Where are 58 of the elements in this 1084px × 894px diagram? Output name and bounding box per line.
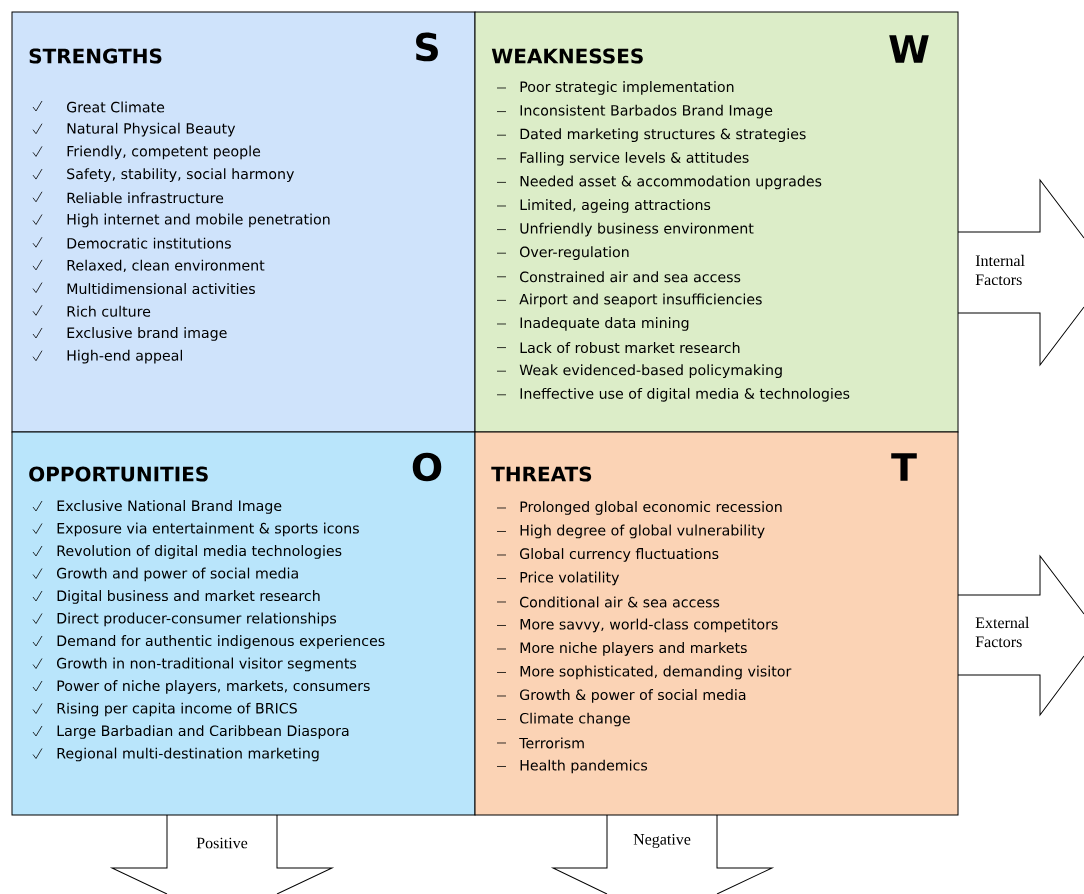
list-item: Needed asset & accommodation upgrades: [520, 175, 822, 190]
list-item: Revolution of digital media technologies: [57, 545, 342, 559]
list-item: Demand for authentic indigenous experiences: [57, 635, 385, 649]
quadrant-letter: T: [891, 453, 917, 481]
list-item: Reliable infrastructure: [67, 192, 224, 204]
list-item: Digital business and market research: [57, 590, 320, 604]
quadrant-letter: S: [416, 32, 438, 62]
list-item: Climate change: [520, 712, 630, 727]
list-item: Democratic institutions: [67, 237, 231, 249]
list-item: Exclusive brand image: [67, 327, 227, 341]
quadrant-letter: O: [412, 452, 442, 482]
list-item: High degree of global vulnerability: [520, 524, 765, 539]
list-item: Exclusive National Brand Image: [57, 500, 282, 514]
list-item: Over-regulation: [520, 246, 629, 261]
list-item: Unfriendly business environment: [520, 222, 754, 237]
quadrant-letter: W: [889, 35, 929, 63]
list-item: Prolonged global economic recession: [520, 501, 782, 515]
heading: STRENGTHS: [29, 48, 162, 64]
list-item: Conditional air & sea access: [520, 596, 720, 608]
list-item: Global currency fluctuations: [520, 548, 719, 562]
list-item: Rich culture: [67, 305, 151, 317]
list-item: Friendly, competent people: [67, 145, 261, 160]
list-item: Relaxed, clean environment: [67, 259, 265, 273]
list-item: Regional multi-destination marketing: [57, 747, 319, 762]
list-item: Growth in non-traditional visitor segments: [57, 657, 357, 672]
list-item: Growth & power of social media: [520, 689, 746, 703]
list-item: Airport and seaport insufficiencies: [519, 293, 762, 308]
list-item: Large Barbadian and Caribbean Diaspora: [57, 725, 349, 739]
list-item: Health pandemics: [520, 759, 648, 774]
list-item: Inconsistent Barbados Brand Image: [520, 104, 773, 119]
list-item: More niche players and markets: [520, 642, 747, 656]
list-item: Safety, stability, social harmony: [67, 168, 294, 182]
list-item: Constrained air and sea access: [520, 271, 741, 283]
list-item: More sophisticated, demanding visitor: [520, 665, 792, 680]
list-item: Exposure via entertainment & sports icons: [57, 522, 359, 537]
list-item: Lack of robust market research: [520, 342, 740, 354]
list-item: Direct producer-consumer relationships: [57, 612, 337, 627]
list-item: Natural Physical Beauty: [67, 122, 236, 137]
list-item: Limited, ageing attractions: [520, 199, 711, 213]
list-item: Poor strategic implementation: [520, 81, 734, 95]
list-item: Power of niche players, markets, consumers: [57, 680, 370, 694]
heading: OPPORTUNITIES: [29, 466, 208, 482]
list-item: Growth and power of social media: [57, 567, 298, 582]
list-item: More savvy, world-class competitors: [520, 618, 778, 633]
list-item: Dated marketing structures & strategies: [520, 128, 806, 143]
list-item: Inadequate data mining: [520, 317, 689, 331]
list-item: Rising per capita income of BRICS: [57, 702, 297, 717]
list-item: Ineffective use of digital media & technologies: [520, 387, 850, 402]
list-item: Price volatility: [520, 571, 620, 586]
list-item: Great Climate: [67, 101, 165, 113]
heading: THREATS: [491, 466, 592, 482]
list-item: Weak evidenced-based policymaking: [519, 364, 782, 379]
heading: WEAKNESSES: [491, 48, 643, 64]
list-item: Falling service levels & attitudes: [520, 151, 749, 166]
list-item: Multidimensional activities: [67, 283, 255, 295]
list-item: Terrorism: [519, 737, 584, 749]
list-item: High internet and mobile penetration: [67, 213, 330, 228]
list-item: High-end appeal: [67, 349, 182, 364]
